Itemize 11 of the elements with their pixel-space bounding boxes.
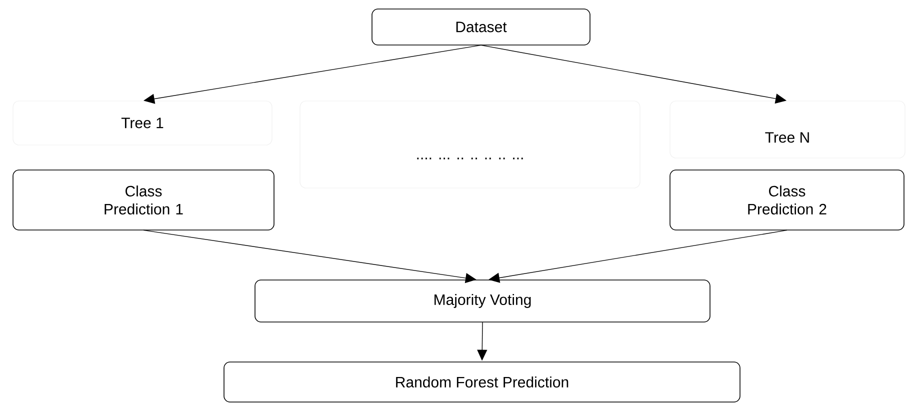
tree-box: Tree N xyxy=(670,100,906,158)
process-box: Random Forest Prediction xyxy=(224,362,740,402)
arrow xyxy=(488,230,788,283)
tree-box: Tree 1 xyxy=(12,100,272,146)
process-box: Majority Voting xyxy=(254,280,710,322)
process-box: Class Prediction 2 xyxy=(670,170,904,230)
arrow xyxy=(144,44,482,104)
tree-box: .... ... .. .. .. .. ... xyxy=(300,100,640,188)
process-box: Dataset xyxy=(372,8,590,46)
arrow xyxy=(480,44,786,104)
process-box: Class Prediction 1 xyxy=(12,170,274,230)
